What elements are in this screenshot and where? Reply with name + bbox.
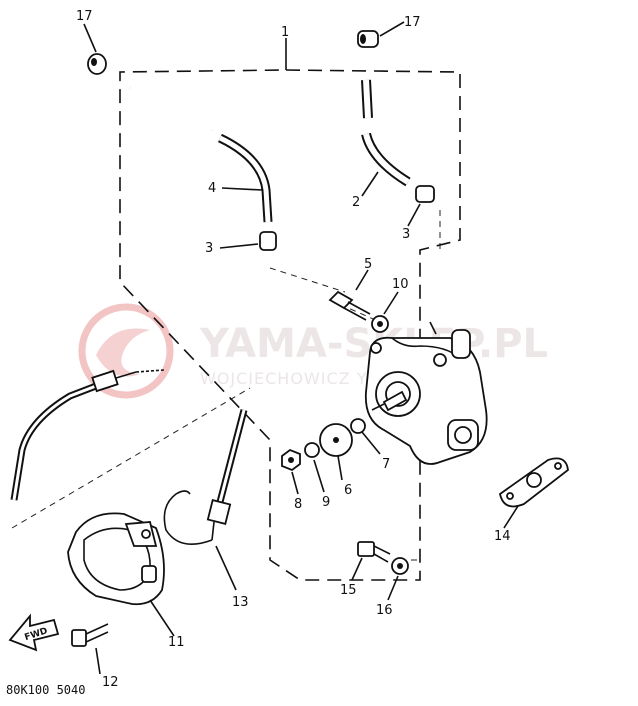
washer-7	[350, 418, 366, 434]
leader-2	[361, 171, 379, 197]
washer-16	[391, 557, 409, 575]
leader-15	[351, 557, 363, 581]
leader-7	[361, 431, 381, 455]
callout-5: 5	[364, 257, 372, 272]
callout-11: 11	[168, 635, 185, 650]
leader-13	[215, 545, 237, 591]
washer-9	[304, 442, 320, 458]
pump-cover-11	[67, 512, 165, 606]
callout-labels: 1 2 3 3 4 5 6 7 8 9 10 11 12 13 14 15 16…	[76, 9, 511, 690]
leader-16	[387, 575, 399, 601]
clamp-3-right	[415, 185, 435, 203]
diagram-code: 80K100 5040	[6, 683, 85, 697]
hose-4	[128, 85, 273, 223]
washer-6	[319, 423, 353, 457]
clamp-3-left	[259, 231, 277, 251]
leader-12	[95, 647, 101, 675]
alignment-line-bolt	[269, 267, 346, 293]
watermark-logo-ring	[78, 303, 174, 399]
bolt-12	[71, 623, 109, 647]
watermark-logo-mark	[96, 328, 150, 377]
nut-8	[281, 448, 301, 472]
callout-1: 1	[281, 25, 289, 40]
leader-17-right	[379, 21, 405, 37]
oil-pump-body	[364, 321, 488, 465]
callout-17-right: 17	[404, 15, 421, 30]
callout-16: 16	[376, 603, 393, 618]
leader-11	[149, 599, 175, 637]
gasket-14	[498, 457, 569, 508]
callout-8: 8	[294, 497, 302, 512]
leader-9	[313, 459, 325, 493]
callout-2: 2	[352, 195, 360, 210]
callout-14: 14	[494, 529, 511, 544]
bolt-5	[328, 290, 371, 321]
callout-13: 13	[232, 595, 249, 610]
callout-3-left: 3	[205, 241, 213, 256]
leader-17-left	[83, 23, 97, 53]
clip-17-right	[357, 30, 379, 48]
callout-6: 6	[344, 483, 352, 498]
callout-9: 9	[322, 495, 330, 510]
leader-14	[503, 505, 519, 529]
hose-2	[361, 79, 411, 187]
alignment-line-washer	[329, 299, 381, 323]
assembly-boundary	[119, 69, 461, 581]
leader-8	[291, 471, 299, 495]
leader-6	[337, 455, 343, 481]
leader-10	[383, 291, 399, 315]
forward-direction-arrow: FWD	[8, 613, 60, 652]
clip-17-left	[87, 53, 107, 75]
callout-4: 4	[208, 181, 216, 196]
callout-17-left: 17	[76, 9, 93, 24]
leader-3-right	[407, 203, 421, 227]
leader-5	[355, 269, 369, 291]
washer-10	[371, 315, 389, 333]
oil-line-cable	[10, 369, 165, 501]
alignment-line-cover	[11, 387, 251, 529]
callout-7: 7	[382, 457, 390, 472]
leader-3-left	[219, 243, 259, 249]
callout-10: 10	[392, 277, 409, 292]
callout-12: 12	[102, 675, 119, 690]
screw-15	[357, 541, 391, 563]
leader-4	[221, 187, 263, 191]
callout-15: 15	[340, 583, 357, 598]
pump-cable-13	[163, 409, 248, 546]
callout-3-right: 3	[402, 227, 410, 242]
